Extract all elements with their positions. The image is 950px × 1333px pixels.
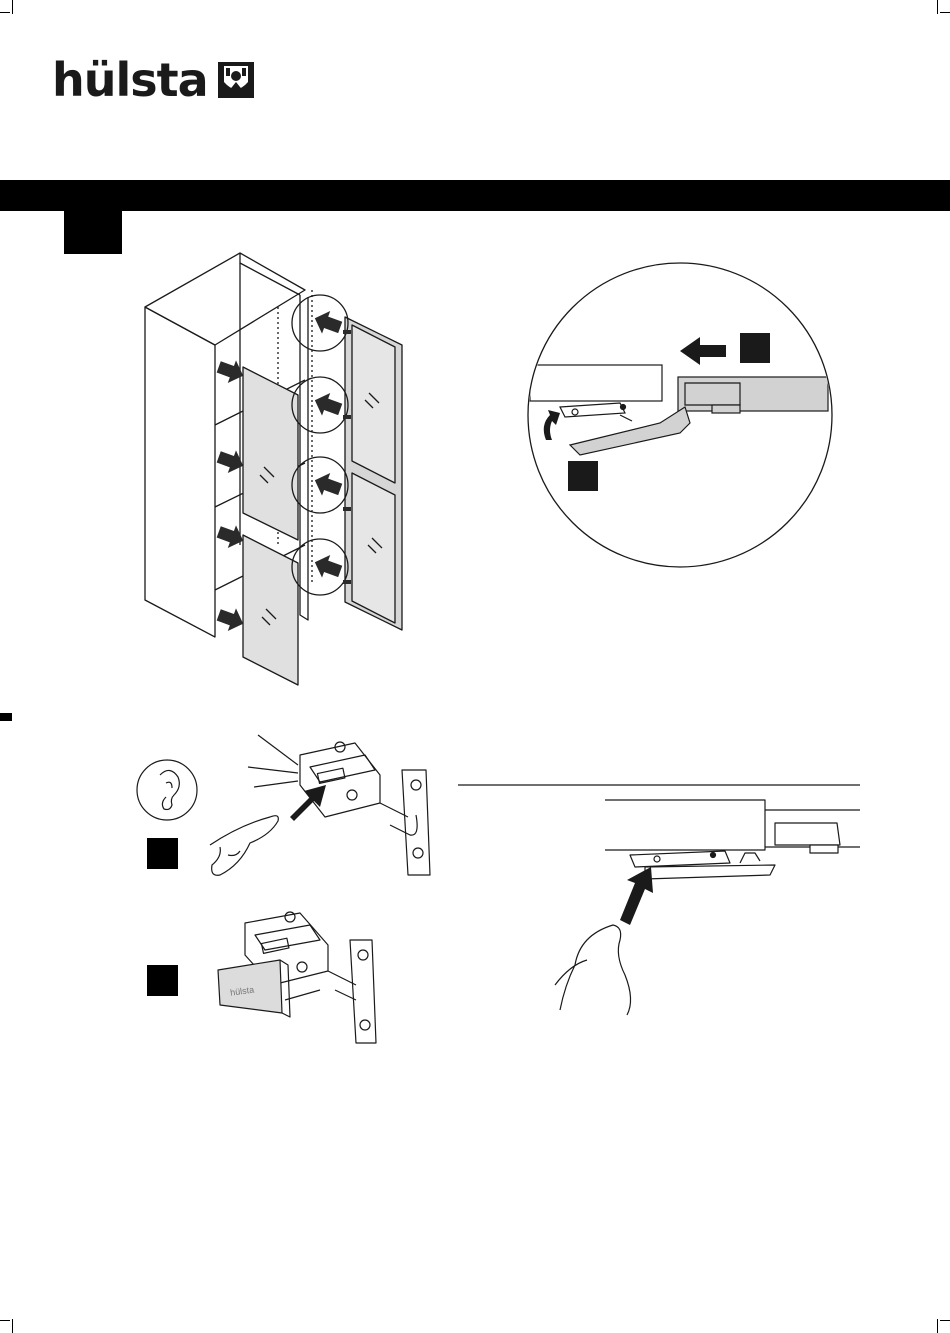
brand-name: hülsta xyxy=(52,57,208,103)
crop-mark-top-left-h xyxy=(0,12,10,13)
door-push-illustration xyxy=(455,775,865,1020)
crop-mark-bottom-left-h xyxy=(0,1320,10,1321)
brand-logo: hülsta xyxy=(52,55,254,105)
step-box-hinge-b xyxy=(147,965,178,996)
header-bar xyxy=(0,180,950,211)
crop-mark-bottom-left xyxy=(12,1319,13,1333)
step-box-hinge-a xyxy=(147,838,178,869)
cabinet-illustration xyxy=(140,245,420,695)
crop-mark-top-right-h xyxy=(940,12,950,13)
hinge-cover-illustration: hülsta xyxy=(210,905,390,1055)
crop-mark-bottom-right xyxy=(937,1319,938,1333)
hinge-detail-circle xyxy=(520,255,840,575)
hulsta-crest-icon xyxy=(218,62,254,98)
crop-mark-bottom-right-h xyxy=(940,1320,950,1321)
crop-mark-top-left xyxy=(12,0,13,14)
side-tab-marker xyxy=(0,713,12,721)
crop-mark-top-right xyxy=(937,0,938,14)
hinge-click-illustration xyxy=(130,725,450,885)
step-box-main xyxy=(64,211,122,254)
